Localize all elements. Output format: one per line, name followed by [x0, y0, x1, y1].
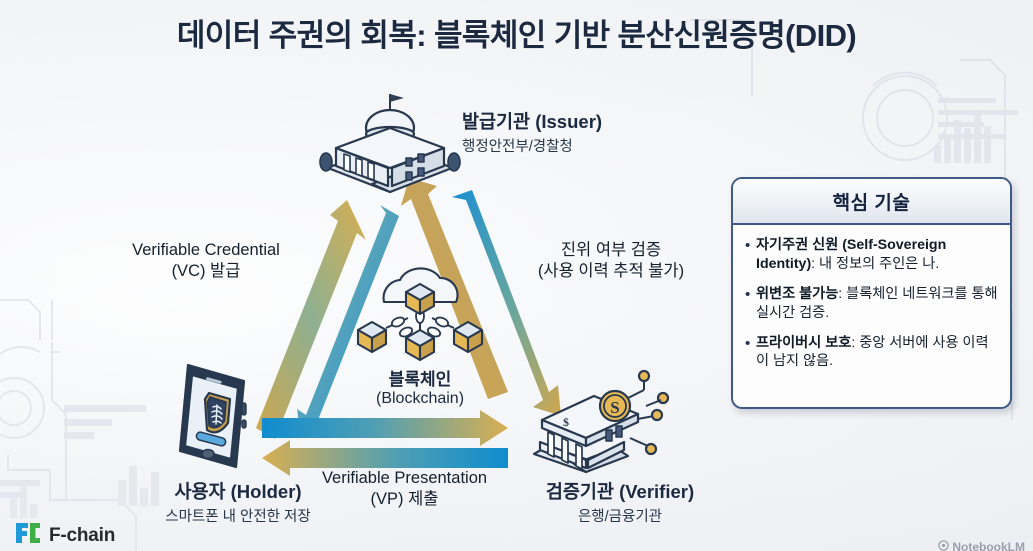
- bullet-dot-icon: •: [745, 334, 751, 352]
- blockchain-cloud-nodes-icon: [340, 262, 500, 377]
- arrow-label-verify: 진위 여부 검증 (사용 이력 추적 불가): [506, 240, 716, 282]
- brand-logo-text: F-chain: [49, 524, 116, 546]
- verifier-subtitle: 은행/금융기관: [577, 509, 663, 525]
- node-blockchain: 블록체인 (Blockchain): [330, 365, 510, 408]
- svg-text:$: $: [563, 415, 569, 429]
- arrow-label-verify-line1: 진위 여부 검증: [560, 241, 662, 259]
- issuer-title: 발급기관 (Issuer): [462, 111, 603, 132]
- list-item: • 위변조 불가능: 블록체인 네트워크를 통해 실시간 검증.: [745, 285, 998, 323]
- page-title: 데이터 주권의 회복: 블록체인 기반 분산신원증명(DID): [176, 18, 857, 53]
- node-issuer: 발급기관 (Issuer) 행정안전부/경찰청: [462, 108, 602, 156]
- blockchain-subtitle: (Blockchain): [375, 390, 465, 407]
- arrow-label-verify-line2: (사용 이력 추적 불가): [537, 262, 685, 281]
- issuer-subtitle: 행정안전부/경찰청: [462, 139, 573, 155]
- holder-title: 사용자 (Holder): [174, 481, 302, 502]
- bullet-3-bold: 프라이버시 보호: [756, 334, 852, 351]
- svg-text:S: S: [610, 398, 619, 417]
- bullet-dot-icon: •: [745, 237, 751, 254]
- node-verifier: 검증기관 (Verifier) 은행/금융기관: [500, 478, 740, 526]
- notebooklm-label: NotebookLM: [952, 540, 1025, 551]
- key-technology-panel-header: 핵심 기술: [733, 179, 1010, 225]
- arrow-label-vc: Verifiable Credential (VC) 발급: [96, 240, 316, 282]
- key-technology-panel-body: • 자기주권 신원 (Self-Sovereign Identity): 내 정…: [733, 225, 1010, 390]
- government-building-icon: [310, 88, 470, 203]
- bullet-1-rest: : 내 정보의 주인은 나.: [811, 255, 940, 272]
- arrow-label-vc-line2: (VC) 발급: [171, 262, 241, 281]
- bullet-3-rest: : 중앙 서버에 사용 이력이 남지 않음.: [756, 334, 989, 370]
- notebooklm-watermark: NotebookLM: [938, 540, 1025, 551]
- verifier-title: 검증기관 (Verifier): [545, 481, 695, 502]
- bank-building-icon: S $: [520, 368, 670, 485]
- f-chain-logo-icon: [14, 521, 42, 550]
- smartphone-shield-fingerprint-icon: [158, 355, 266, 482]
- bullet-2-rest: : 블록체인 네트워크를 통해 실시간 검증.: [756, 285, 998, 321]
- arrow-label-vp: Verifiable Presentation (VP) 제출: [292, 468, 517, 510]
- list-item: • 자기주권 신원 (Self-Sovereign Identity): 내 정…: [745, 236, 998, 274]
- key-technology-panel: 핵심 기술 • 자기주권 신원 (Self-Sovereign Identity…: [731, 177, 1012, 409]
- arrow-label-vc-line1: Verifiable Credential: [132, 241, 280, 259]
- notebooklm-icon: [938, 540, 950, 551]
- bullet-2-bold: 위변조 불가능: [756, 285, 839, 302]
- list-item: • 프라이버시 보호: 중앙 서버에 사용 이력이 남지 않음.: [745, 334, 998, 372]
- arrow-label-vp-line2: (VP) 제출: [370, 490, 439, 509]
- arrow-label-vp-line1: Verifiable Presentation: [321, 469, 488, 487]
- brand-logo: F-chain: [14, 521, 115, 550]
- key-technology-panel-title: 핵심 기술: [832, 192, 911, 214]
- bullet-dot-icon: •: [745, 285, 751, 303]
- bullet-1-bold: 자기주권 신원 (Self-Sovereign Identity): [756, 237, 947, 272]
- node-holder: 사용자 (Holder) 스마트폰 내 안전한 저장: [118, 478, 358, 526]
- blockchain-title: 블록체인: [388, 370, 452, 389]
- holder-subtitle: 스마트폰 내 안전한 저장: [165, 509, 311, 525]
